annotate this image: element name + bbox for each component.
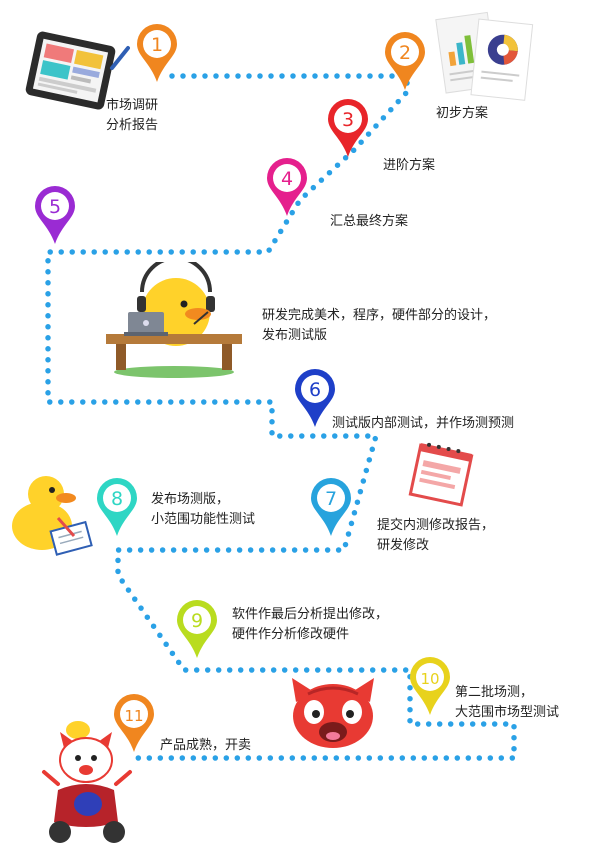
step-8-pin-inner [103,484,131,512]
step-1-pin-inner [143,30,171,58]
step-6-pin: 6 [295,369,335,427]
step-6-pin-inner [301,375,329,403]
step-2-pin-inner [391,38,419,66]
step-7-pin-inner [317,484,345,512]
step-1-label: 市场调研 分析报告 [106,98,159,133]
step-2-number: 2 [399,42,411,64]
step-9-pin-inner [183,606,211,634]
step-7-number: 7 [325,488,337,510]
step-9-pin: 9 [177,600,217,658]
step-3-pin-inner [334,105,362,133]
step-5-number: 5 [49,196,61,218]
step-3-label: 进阶方案 [383,158,436,173]
step-10-pin-inner [416,663,444,691]
cat-scooter-illustration [42,721,132,843]
step-6-label: 测试版内部测试，并作场测预测 [332,416,515,431]
step-1-number: 1 [151,34,163,56]
notepad-illustration [408,442,474,507]
step-7-pin: 7 [311,478,351,536]
dotted-path-line [45,73,517,761]
duck-headset-laptop-illustration [106,262,242,378]
step-5-pin-inner [41,192,69,220]
step-8-number: 8 [111,488,123,510]
step-3-pin: 3 [328,99,368,157]
step-8-label: 发布场测版， 小范围功能性测试 [151,492,256,527]
step-9-label: 软件作最后分析提出修改， 硬件作分析修改硬件 [232,607,389,642]
step-11-label: 产品成熟，开卖 [160,738,252,753]
step-4-label: 汇总最终方案 [330,214,409,229]
red-cat-illustration [292,678,374,748]
report-charts-illustration [435,11,534,101]
step-11-number: 11 [124,707,143,725]
step-9-number: 9 [191,610,203,632]
step-11-pin: 11 [114,694,154,752]
tablet-illustration [25,31,130,110]
step-8-pin: 8 [97,478,137,536]
step-10-label: 第二批场测， 大范围市场型测试 [455,685,560,720]
step-7-label: 提交内测修改报告， 研发修改 [377,518,495,553]
step-4-pin: 4 [267,158,307,216]
step-5-pin: 5 [35,186,75,244]
step-4-number: 4 [281,168,293,190]
step-6-number: 6 [309,379,321,401]
duck-writing-illustration [12,476,93,556]
step-1-pin: 1 [137,24,177,82]
step-3-number: 3 [342,109,354,131]
step-10-pin: 10 [410,657,450,715]
step-4-pin-inner [273,164,301,192]
step-2-label: 初步方案 [436,106,489,121]
step-2-pin: 2 [385,32,425,90]
step-10-number: 10 [420,670,439,688]
step-5-label: 研发完成美术，程序，硬件部分的设计， 发布测试版 [262,308,497,343]
step-11-pin-inner [120,700,148,728]
